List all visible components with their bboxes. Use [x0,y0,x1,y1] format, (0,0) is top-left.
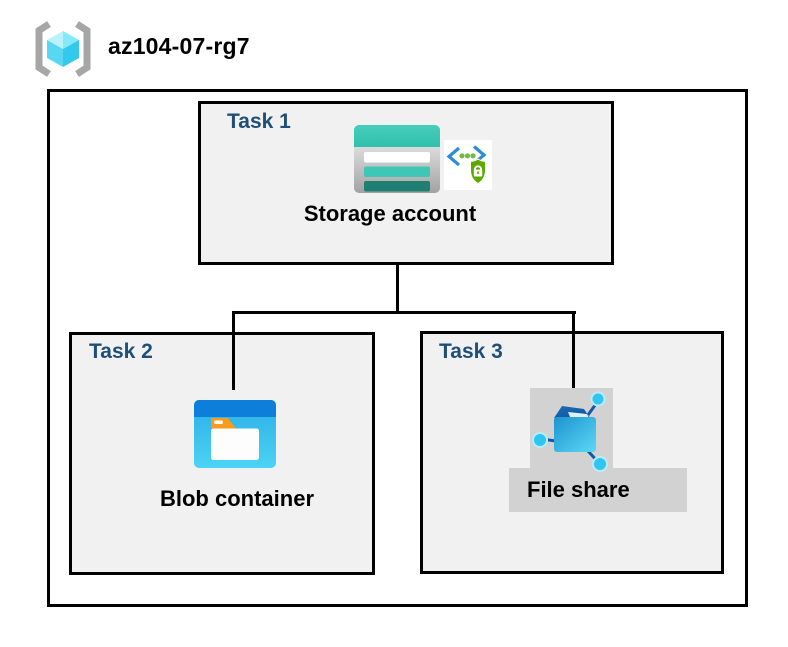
task3-label: Task 3 [439,340,503,363]
connector-storage-stem [396,265,399,313]
blob-container-label: Blob container [159,486,315,511]
file-share-icon [530,388,613,472]
blob-container-icon [194,400,276,468]
resource-group-title: az104-07-rg7 [108,33,250,59]
storage-account-label: Storage account [303,201,477,226]
task1-label: Task 1 [227,110,291,133]
sas-shield-lock-icon [444,140,492,190]
connector-to-blob [232,311,235,390]
file-share-label: File share [527,477,630,502]
connector-horizontal [232,311,576,314]
resource-group-icon [35,21,91,77]
storage-account-icon [354,125,440,193]
connector-to-fileshare [572,311,575,390]
task2-label: Task 2 [89,340,153,363]
file-share-label-band [509,468,687,512]
